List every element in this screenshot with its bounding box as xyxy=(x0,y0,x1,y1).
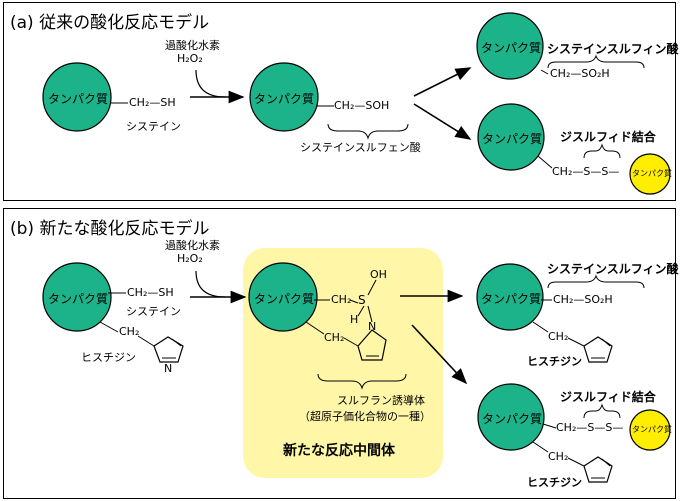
partner-label-a: タンパク質 xyxy=(632,169,672,178)
protein-circle-a4 xyxy=(477,103,545,171)
protein-label-b1: タンパク質 xyxy=(48,292,109,306)
protein-circle-b2 xyxy=(248,262,318,332)
oh-label: OH xyxy=(370,268,387,281)
sulfinic-group-b: CH₂—SO₂H xyxy=(553,293,613,306)
bond-s-n xyxy=(367,305,373,323)
intermediate-name: スルフラン誘導体 xyxy=(337,394,425,407)
intermediate-note: （超原子価化合物の一種） xyxy=(299,410,431,423)
ch2-b1: CH₂ xyxy=(119,325,140,338)
cysteine-label-a: システイン xyxy=(126,120,181,133)
n-atom-b2: N xyxy=(368,320,377,333)
cysteine-group-a: CH₂—SH xyxy=(129,96,176,109)
protein-label-b4: タンパク質 xyxy=(482,412,543,426)
bond-s-h xyxy=(357,305,365,317)
bond-b2-his xyxy=(305,321,325,335)
brace-sulfurane xyxy=(317,373,407,390)
disulfide-group-b: CH₂—S—S— xyxy=(556,421,624,434)
protein-label-a4: タンパク質 xyxy=(482,132,543,146)
bond-s-oh xyxy=(367,279,377,296)
brace-sulfinic-a xyxy=(547,54,645,69)
intermediate-title: 新たな反応中間体 xyxy=(283,443,395,459)
protein-circle-a3 xyxy=(476,12,544,80)
protein-label-a1: タンパク質 xyxy=(48,92,109,106)
brace-disulfide-b xyxy=(583,403,621,419)
ch2-b3: CH₂ xyxy=(548,330,569,343)
bond-a4 xyxy=(537,155,553,169)
histidine-label-b3: ヒスチジン xyxy=(527,355,582,368)
sulfenic-group: CH₂—SOH xyxy=(334,99,390,112)
imidazole-b2 xyxy=(357,329,387,361)
protein-circle-a2 xyxy=(249,62,319,132)
reagent-curve-b xyxy=(195,270,226,298)
protein-label-a2: タンパク質 xyxy=(254,92,315,106)
panel-b-title: (b) 新たな酸化反応モデル xyxy=(10,219,210,239)
arrow-a2 xyxy=(413,67,472,97)
bond-a3 xyxy=(540,69,549,75)
ch2-b2: CH₂ xyxy=(331,293,352,306)
brace-sulfinic-b xyxy=(547,274,645,289)
arrow-b3 xyxy=(411,324,468,385)
reagent-name-a: 過酸化水素 xyxy=(165,39,220,52)
s-atom-label: S xyxy=(358,293,366,307)
partner-circle-a xyxy=(629,153,671,195)
partner-circle-b xyxy=(629,409,671,451)
imidazole-b4 xyxy=(583,456,613,483)
panel-b xyxy=(3,208,676,499)
histidine-label-b4: ヒスチジン xyxy=(527,476,582,489)
sulfinic-label-a: システインスルフィン酸 xyxy=(547,42,679,56)
sulfinic-group-a: CH₂—SO₂H xyxy=(550,67,610,80)
protein-circle-b4 xyxy=(477,383,545,451)
bond-b1-his2 xyxy=(137,335,155,347)
histidine-label-b1: ヒスチジン xyxy=(81,351,136,364)
reagent-curve-a xyxy=(195,69,226,98)
protein-circle-b1 xyxy=(42,262,112,332)
brace-disulfide-a xyxy=(583,143,621,159)
sulfenic-label: システインスルフェン酸 xyxy=(300,141,421,154)
protein-circle-b3 xyxy=(476,263,544,331)
disulfide-label-b: ジスルフィド結合 xyxy=(560,390,656,404)
ch2-b2-his: CH₂ xyxy=(324,331,345,344)
brace-sulfenic xyxy=(327,123,409,140)
disulfide-group-a: CH₂—S—S— xyxy=(552,165,620,178)
imidazole-b1 xyxy=(153,336,184,363)
protein-label-b3: タンパク質 xyxy=(481,292,542,306)
panel-a-title: (a) 従来の酸化反応モデル xyxy=(10,13,210,33)
disulfide-label-a: ジスルフィド結合 xyxy=(560,130,656,144)
bond-b1-his xyxy=(99,321,119,333)
reagent-formula-a: H₂O₂ xyxy=(177,52,203,65)
n-atom-b1: N xyxy=(164,362,173,375)
reagent-formula-b: H₂O₂ xyxy=(177,252,203,265)
partner-label-b: タンパク質 xyxy=(632,425,672,434)
ch2-b4: CH₂ xyxy=(548,450,569,463)
imidazole-b3 xyxy=(583,336,613,363)
cysteine-label-b: システイン xyxy=(126,305,181,318)
protein-circle-a1 xyxy=(42,62,112,132)
reagent-name-b: 過酸化水素 xyxy=(165,239,220,252)
arrow-a3 xyxy=(413,103,472,140)
h-atom-label: H xyxy=(350,313,359,326)
protein-label-b2: タンパク質 xyxy=(254,292,315,306)
cysteine-group-b: CH₂—SH xyxy=(127,286,174,299)
protein-label-a3: タンパク質 xyxy=(481,41,542,55)
panel-a xyxy=(3,2,676,201)
sulfinic-label-b: システインスルフィン酸 xyxy=(547,262,679,276)
